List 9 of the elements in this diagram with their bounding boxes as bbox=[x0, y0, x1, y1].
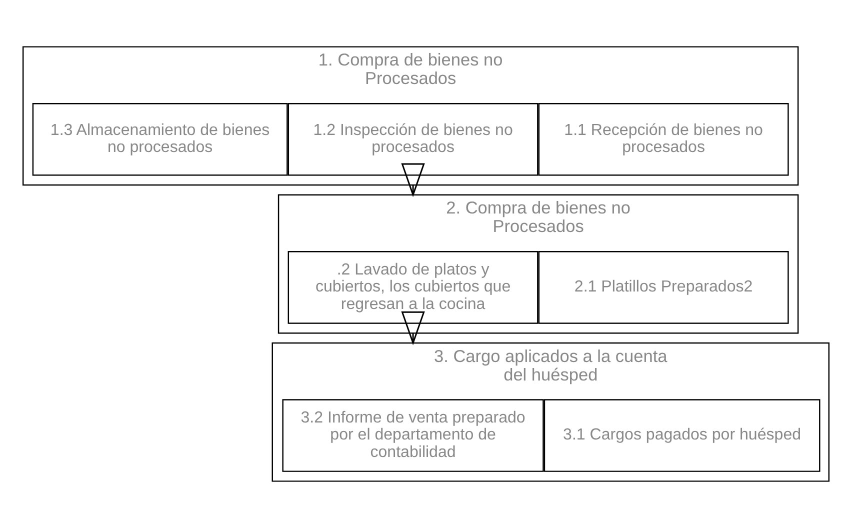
node-box: 1.3 Almacenamiento de bienes no procesados bbox=[32, 102, 288, 176]
node-box: 2.1 Platillos Preparados2 bbox=[538, 251, 789, 324]
node-box: 3.2 Informe de venta preparado por el departamento de contabilidad bbox=[282, 399, 544, 472]
node-box: 1.2 Inspección de bienes no procesados bbox=[288, 102, 538, 176]
arrow bbox=[401, 163, 425, 198]
node-box: 1.1 Recepción de bienes no procesados bbox=[538, 102, 789, 176]
arrow bbox=[401, 311, 425, 346]
node-box: .2 Lavado de platos y cubiertos, los cubiertos que regresan a la cocina bbox=[288, 251, 538, 324]
node-box: 3.1 Cargos pagados por huésped bbox=[544, 399, 820, 472]
